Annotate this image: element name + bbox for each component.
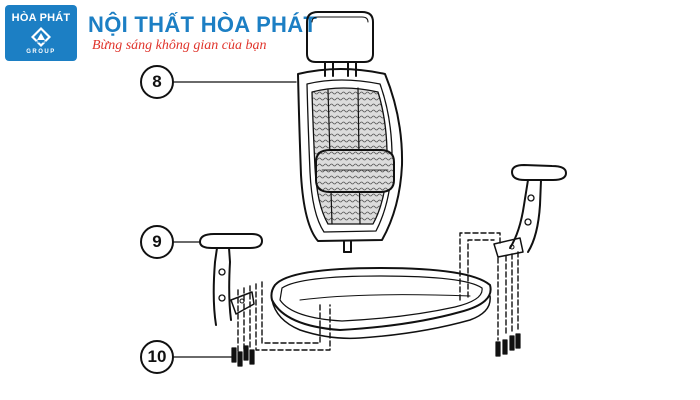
backrest-part-8 xyxy=(297,68,404,253)
dashed-guides-right xyxy=(459,232,519,341)
seat xyxy=(270,267,492,340)
logo-subtext: GROUP xyxy=(26,49,56,55)
left-armrest-part-9 xyxy=(199,233,263,326)
hoa-phat-logo: HÒA PHÁT GROUP xyxy=(5,5,77,61)
right-armrest xyxy=(493,164,567,258)
dashed-guides-left xyxy=(237,281,331,353)
callout-10: 10 xyxy=(140,340,174,374)
logo-mark-icon xyxy=(31,27,51,47)
headrest xyxy=(306,11,374,77)
brand-slogan: Bừng sáng không gian của bạn xyxy=(92,38,267,53)
screws-part-10 xyxy=(231,345,255,367)
brand-title: NỘI THẤT HÒA PHÁT xyxy=(88,12,318,37)
logo-text: HÒA PHÁT xyxy=(11,12,71,24)
screws-right xyxy=(495,333,521,357)
callout-9: 9 xyxy=(140,225,174,259)
callout-8: 8 xyxy=(140,65,174,99)
